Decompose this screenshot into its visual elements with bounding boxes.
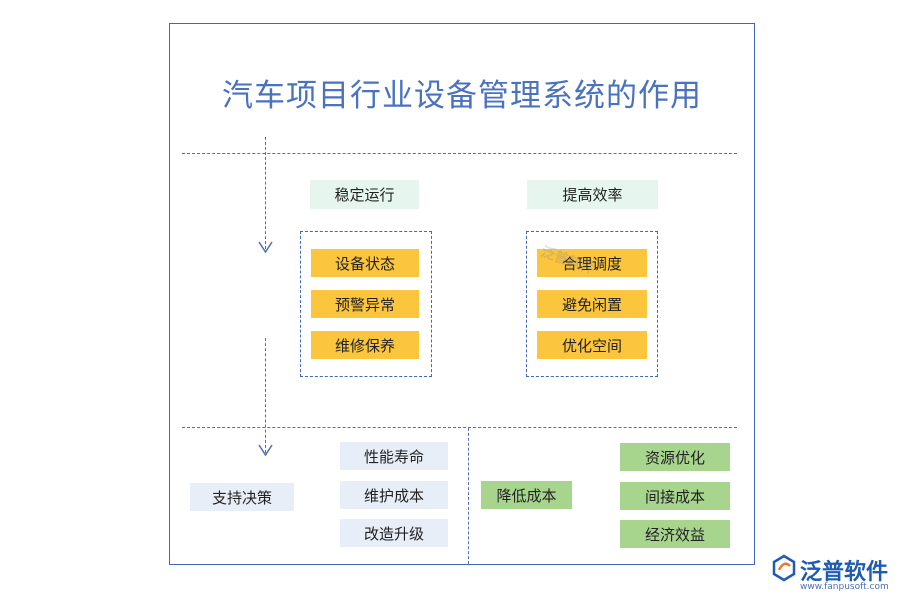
separator-top <box>182 153 737 154</box>
efficiency-header: 提高效率 <box>527 180 658 209</box>
scheduling-box: 合理调度 <box>537 249 647 277</box>
separator-bottom <box>182 427 737 428</box>
logo-url: www.fanpusoft.com <box>800 582 889 592</box>
efficiency-group <box>526 231 658 377</box>
early-warning-box: 预警异常 <box>311 290 419 318</box>
maintenance-cost-box: 维护成本 <box>340 481 448 509</box>
optimize-space-box: 优化空间 <box>537 331 647 359</box>
economic-benefit-box: 经济效益 <box>620 520 730 548</box>
logo-icon <box>772 554 796 582</box>
device-status-box: 设备状态 <box>311 249 419 277</box>
avoid-idle-box: 避免闲置 <box>537 290 647 318</box>
maintenance-box: 维修保养 <box>311 331 419 359</box>
stable-operation-group <box>300 231 432 377</box>
arrow-down-icon <box>258 241 273 254</box>
diagram-title: 汽车项目行业设备管理系统的作用 <box>222 78 702 114</box>
indirect-cost-box: 间接成本 <box>620 482 730 510</box>
separator-vertical <box>468 428 469 564</box>
upgrade-box: 改造升级 <box>340 519 448 547</box>
stable-operation-header: 稳定运行 <box>310 180 419 209</box>
decision-support-box: 支持决策 <box>190 483 294 511</box>
performance-life-box: 性能寿命 <box>340 442 448 470</box>
logo-name: 泛普软件 <box>800 560 889 585</box>
arrow-down-icon <box>258 444 273 457</box>
resource-optimization-box: 资源优化 <box>620 443 730 471</box>
brand-logo: 泛普软件 www.fanpusoft.com <box>768 552 896 598</box>
reduce-cost-box: 降低成本 <box>481 481 572 509</box>
timeline-line-lower <box>265 338 266 453</box>
timeline-line-upper <box>265 137 266 249</box>
